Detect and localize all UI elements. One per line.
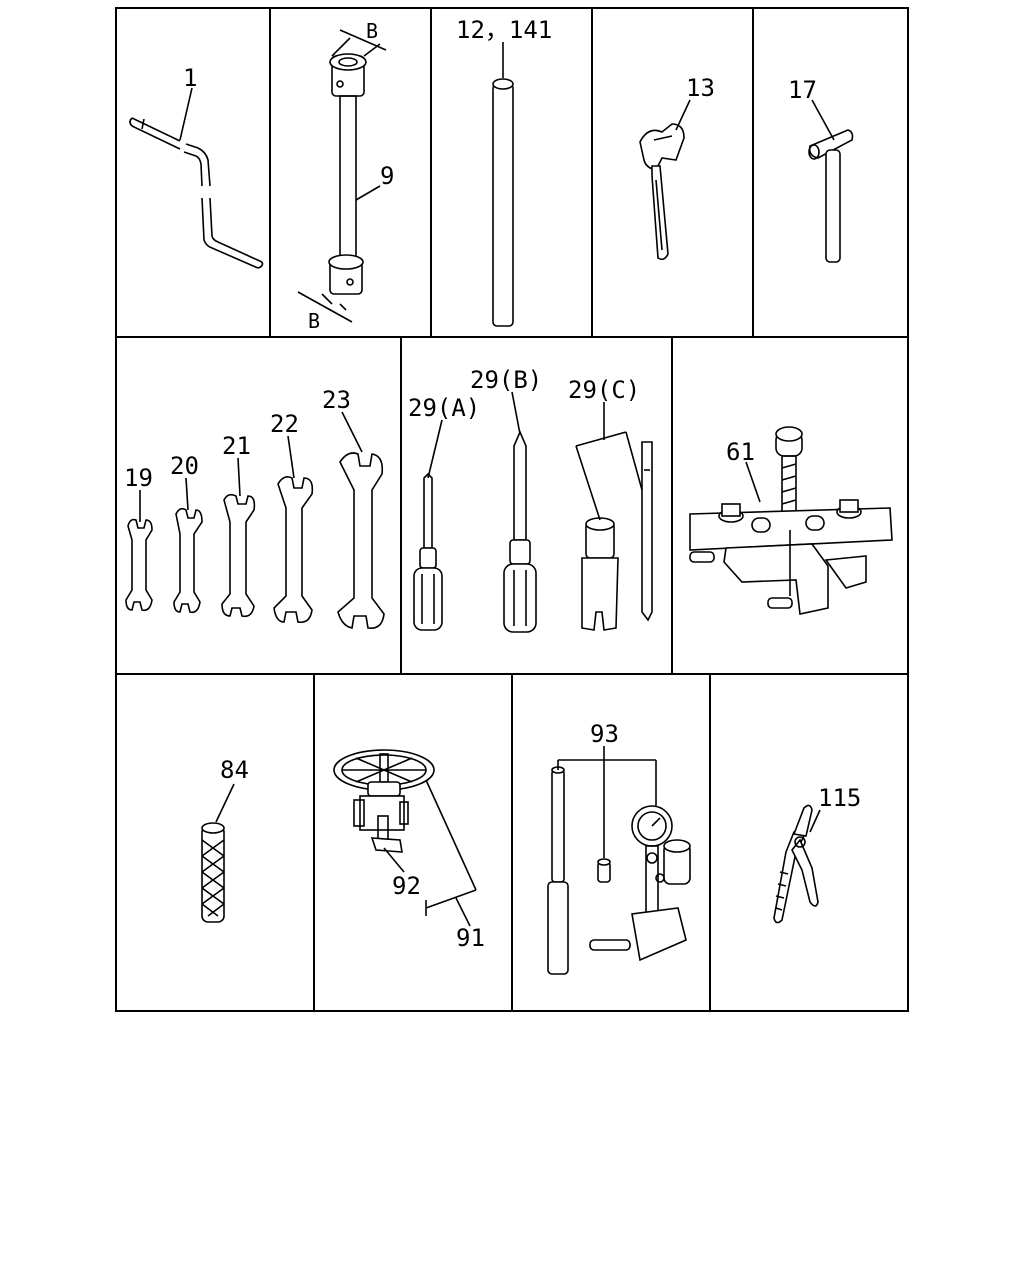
label-21: 21 xyxy=(222,432,251,460)
leader-17 xyxy=(811,99,835,141)
label-20: 20 xyxy=(170,452,199,480)
rod-icon xyxy=(492,78,514,327)
wheel-tool-icon xyxy=(333,749,435,853)
leader-29c xyxy=(575,402,643,521)
adjustable-wrench-icon xyxy=(639,123,685,261)
label-12-141: 12，141 xyxy=(456,16,552,44)
label-22: 22 xyxy=(270,410,299,438)
label-19: 19 xyxy=(124,464,153,492)
leader-91-92 xyxy=(383,779,477,927)
leader-29a xyxy=(427,419,443,479)
label-23: 23 xyxy=(322,386,351,414)
label-13: 13 xyxy=(686,74,715,102)
label-92: 92 xyxy=(392,872,421,900)
leader-93 xyxy=(557,746,657,858)
label-84: 84 xyxy=(220,756,249,784)
label-b-top: B xyxy=(366,19,378,43)
dimension-b-bottom xyxy=(297,291,353,323)
label-115: 115 xyxy=(818,784,861,812)
leader-9 xyxy=(355,185,381,201)
pliers-icon xyxy=(773,804,819,924)
leader-22 xyxy=(287,435,295,479)
hammer-icon xyxy=(808,129,854,263)
label-29b: 29(B) xyxy=(470,366,542,394)
knurled-grip-icon xyxy=(201,822,225,923)
label-1: 1 xyxy=(183,64,197,92)
label-29a: 29(A) xyxy=(408,394,480,422)
grid-frame xyxy=(115,7,909,1012)
leader-61 xyxy=(745,461,761,503)
crank-handle-icon xyxy=(129,117,264,269)
label-9: 9 xyxy=(380,162,394,190)
leader-13 xyxy=(675,99,691,131)
label-61: 61 xyxy=(726,438,755,466)
leader-115 xyxy=(809,809,821,833)
leader-29b xyxy=(511,391,521,435)
leader-1 xyxy=(179,87,193,141)
label-17: 17 xyxy=(788,76,817,104)
gauge-tester-icon xyxy=(547,766,691,975)
leader-20 xyxy=(185,477,189,511)
leader-21 xyxy=(237,457,241,497)
leader-23 xyxy=(341,411,363,453)
label-b-bottom: B xyxy=(308,309,320,333)
puller-icon xyxy=(689,426,893,615)
label-91: 91 xyxy=(456,924,485,952)
dimension-b-top xyxy=(331,29,387,57)
open-end-wrench-set-icon xyxy=(125,452,385,630)
label-29c: 29(C) xyxy=(568,376,640,404)
box-wrench-icon xyxy=(328,53,367,295)
label-93: 93 xyxy=(590,720,619,748)
screwdriver-set-icon xyxy=(413,429,653,633)
leader-84 xyxy=(215,783,235,823)
